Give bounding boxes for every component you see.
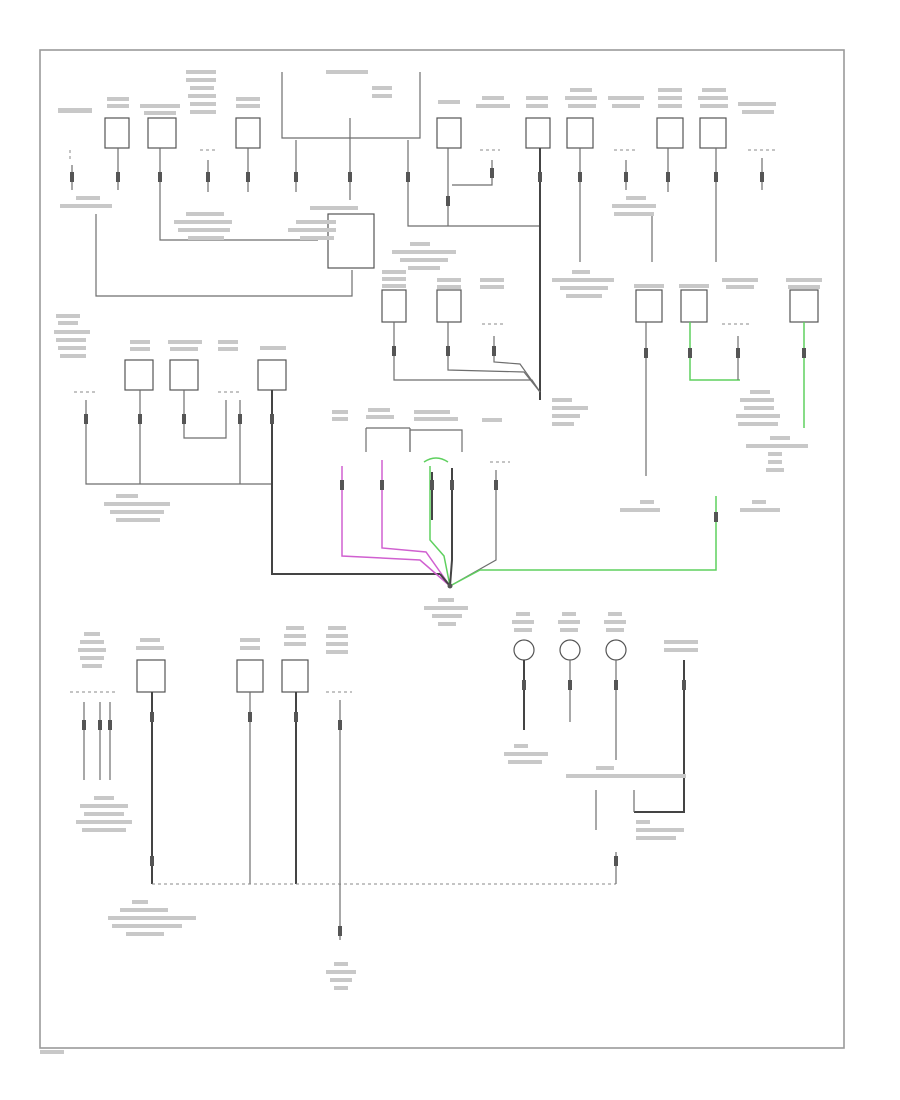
component-box	[147, 117, 177, 149]
component-box	[656, 117, 684, 149]
lamp	[513, 639, 535, 661]
component-box	[525, 117, 551, 149]
second-row-components	[381, 270, 822, 323]
top-row-components	[104, 72, 727, 149]
component-box	[235, 117, 261, 149]
top-row-wires	[69, 118, 776, 400]
bottom-left-cluster	[70, 626, 616, 990]
bottom-right-cluster	[504, 612, 698, 884]
lamp	[605, 639, 627, 661]
second-row-wires	[392, 322, 806, 476]
diagram-frame	[39, 49, 845, 1049]
lamp	[559, 639, 581, 661]
component-box	[104, 117, 130, 149]
component-box	[436, 117, 462, 149]
instrument-cluster-outline	[281, 72, 421, 139]
ground-point-g200	[447, 583, 453, 589]
top-row-labels	[58, 70, 776, 115]
top-splice-labels	[60, 196, 656, 298]
figure-id-smudge	[40, 1050, 64, 1054]
third-row-left	[54, 314, 440, 575]
second-row-labels	[552, 390, 808, 512]
center-cluster	[332, 408, 718, 626]
component-box	[699, 117, 727, 149]
component-box	[566, 117, 594, 149]
